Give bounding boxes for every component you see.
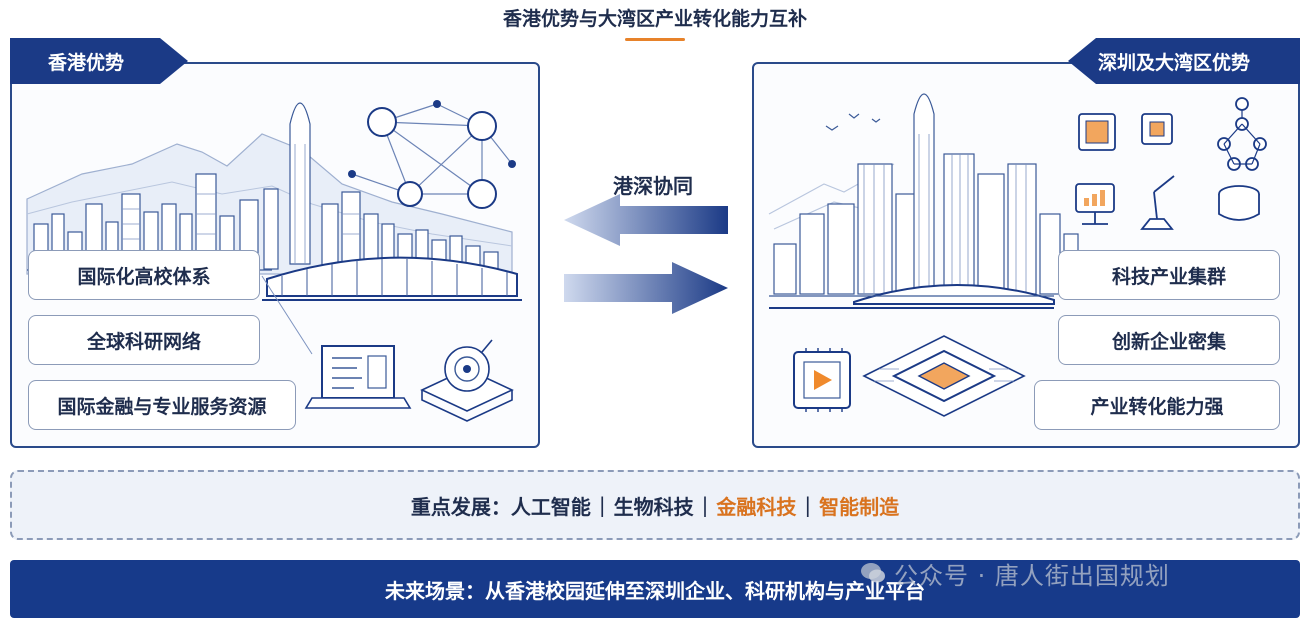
focus-separator: | <box>804 493 812 517</box>
feature-tech-industry-cluster: 科技产业集群 <box>1058 250 1280 300</box>
watermark: 公众号 · 唐人街出国规划 <box>860 556 1170 590</box>
hong-kong-skyline-illustration <box>26 100 522 422</box>
feature-international-universities: 国际化高校体系 <box>28 250 260 300</box>
feature-global-research-network: 全球科研网络 <box>28 315 260 365</box>
focus-lead: 重点发展： <box>410 494 511 519</box>
future-scenario-bar: 未来场景：从香港校园延伸至深圳企业、科研机构与产业平台 <box>10 560 1300 618</box>
shenzhen-skyline-illustration <box>768 93 1267 417</box>
focus-area-ai: 人工智能 <box>510 494 591 519</box>
hong-kong-panel <box>10 62 540 448</box>
feature-strong-industrial-conversion: 产业转化能力强 <box>1034 380 1280 430</box>
focus-areas-bar: 重点发展： 人工智能 | 生物科技 | 金融科技 | 智能制造 <box>10 470 1300 540</box>
left-arrow-icon <box>564 194 728 246</box>
focus-area-biotech: 生物科技 <box>613 494 694 519</box>
focus-separator: | <box>701 493 709 517</box>
shenzhen-heading: 深圳及大湾区优势 <box>1068 38 1300 84</box>
right-arrow-icon <box>564 262 728 314</box>
feature-finance-professional-services: 国际金融与专业服务资源 <box>28 380 296 430</box>
title-underline <box>625 38 685 41</box>
focus-area-smart-manufacturing: 智能制造 <box>819 494 900 519</box>
focus-area-fintech: 金融科技 <box>716 494 797 519</box>
watermark-text: 公众号 · 唐人街出国规划 <box>894 561 1170 590</box>
hong-kong-heading: 香港优势 <box>10 38 188 84</box>
wechat-icon <box>861 563 885 583</box>
page-title: 香港优势与大湾区产业转化能力互补 <box>502 8 807 30</box>
feature-dense-innovative-companies: 创新企业密集 <box>1058 315 1280 365</box>
focus-separator: | <box>598 493 606 517</box>
collaboration-label: 港深协同 <box>613 174 693 198</box>
bidirectional-arrows <box>564 194 728 314</box>
